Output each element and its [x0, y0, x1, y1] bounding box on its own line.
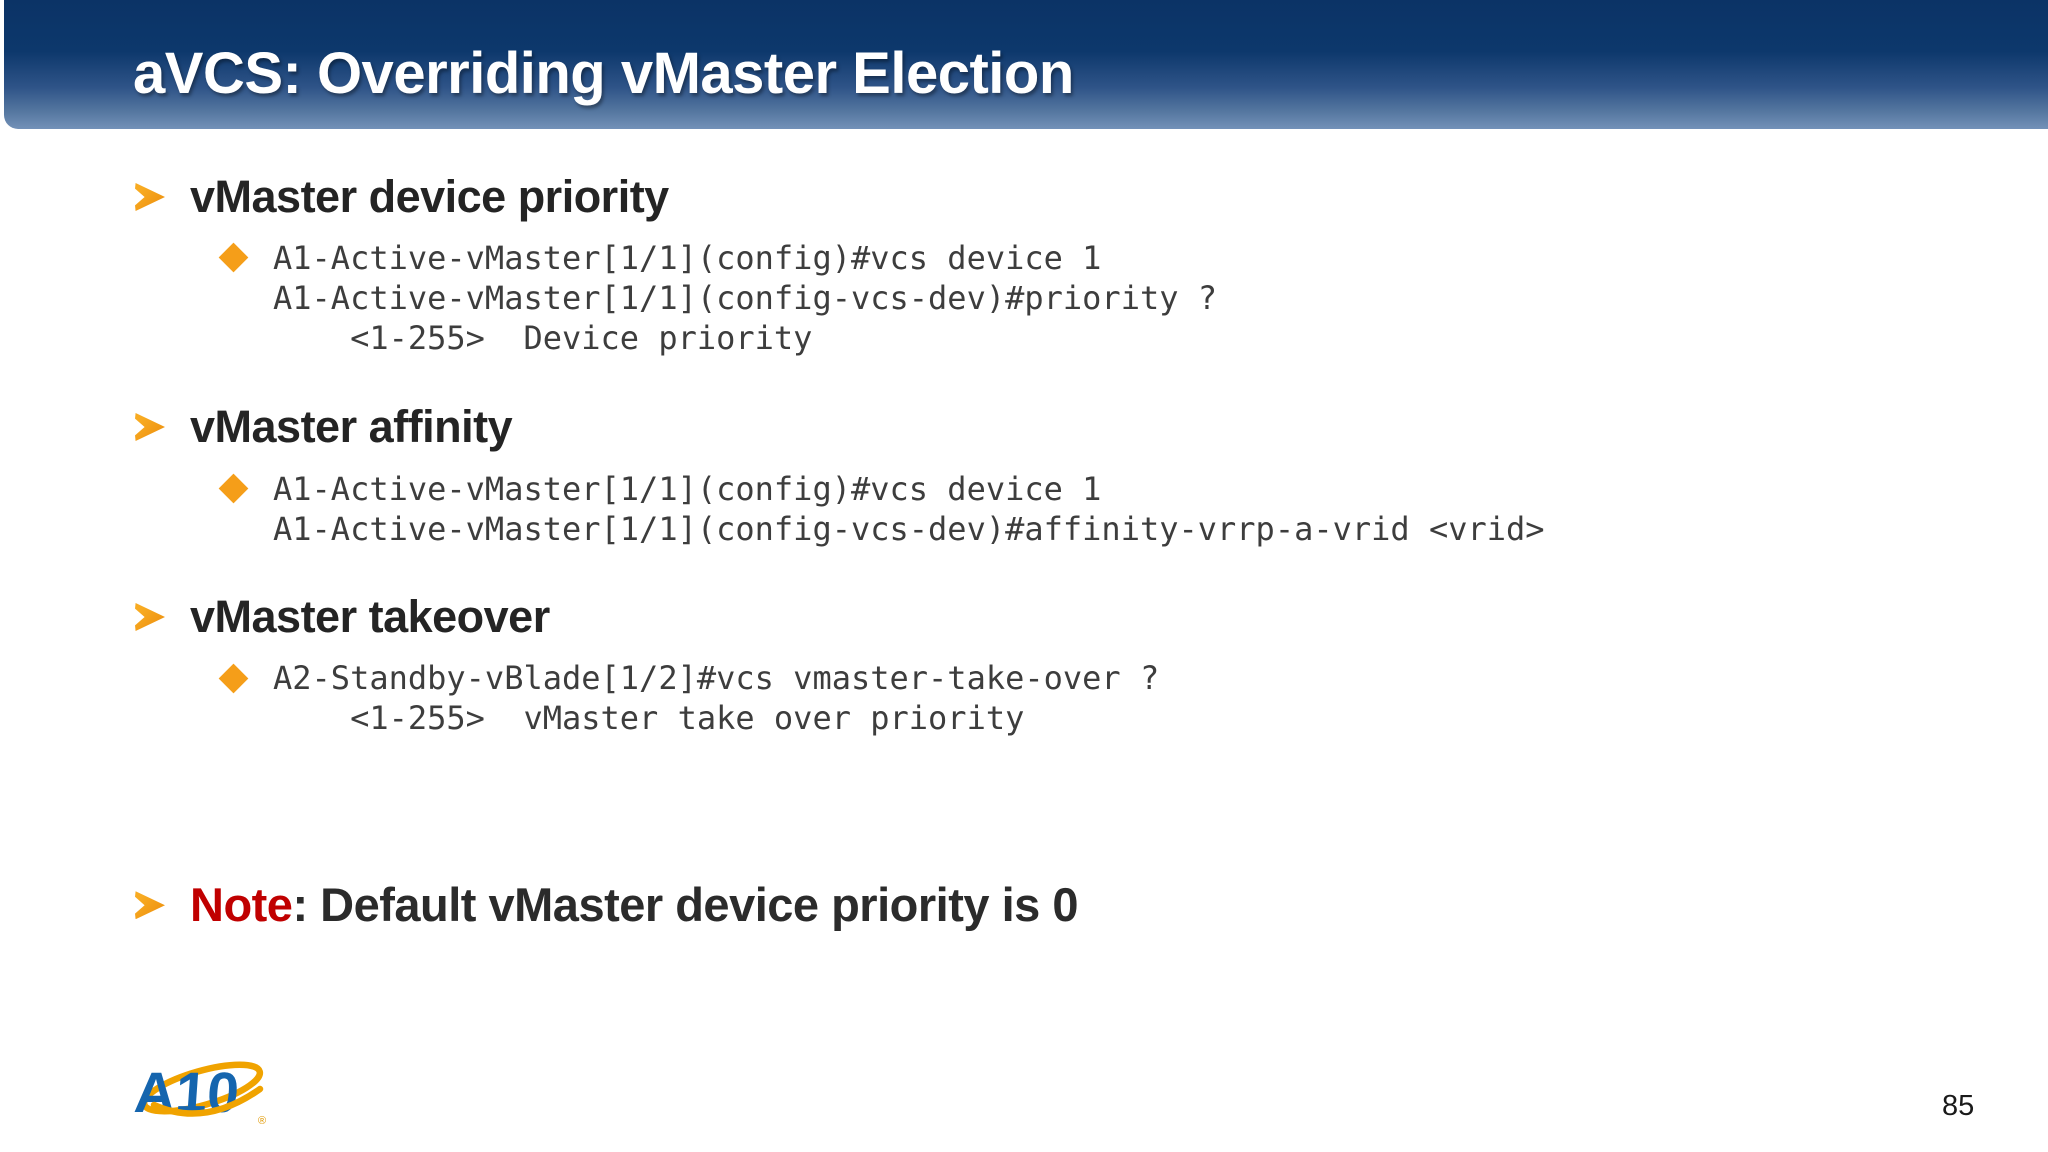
section-heading: vMaster device priority — [190, 171, 669, 222]
arrow-bullet-icon — [135, 183, 165, 211]
section-heading: vMaster affinity — [190, 401, 513, 452]
arrow-bullet-icon — [135, 603, 165, 631]
section-heading-row: vMaster takeover — [135, 590, 550, 644]
code-block: A2-Standby-vBlade[1/2]#vcs vmaster-take-… — [273, 658, 1159, 738]
note-row: Note: Default vMaster device priority is… — [135, 877, 1078, 933]
diamond-bullet-icon — [218, 473, 249, 504]
section-heading-row: vMaster affinity — [135, 400, 513, 454]
code-block: A1-Active-vMaster[1/1](config)#vcs devic… — [273, 238, 1217, 358]
note-label: Note — [190, 878, 293, 931]
slide-title: aVCS: Overriding vMaster Election — [133, 41, 1074, 106]
code-line: A1-Active-vMaster[1/1](config-vcs-dev)#p… — [273, 279, 1218, 317]
section-heading-row: vMaster device priority — [135, 170, 669, 224]
page-number: 85 — [1942, 1090, 1975, 1122]
code-line: A1-Active-vMaster[1/1](config)#vcs devic… — [273, 239, 1102, 277]
code-line: A1-Active-vMaster[1/1](config)#vcs devic… — [273, 470, 1102, 508]
note-text: Note: Default vMaster device priority is… — [190, 877, 1078, 933]
arrow-bullet-icon — [135, 891, 165, 920]
code-block: A1-Active-vMaster[1/1](config)#vcs devic… — [273, 469, 1545, 549]
diamond-bullet-icon — [218, 242, 249, 273]
diamond-bullet-icon — [218, 663, 249, 694]
note-rest: : Default vMaster device priority is 0 — [292, 878, 1078, 931]
logo-registered-mark: ® — [258, 1115, 266, 1127]
arrow-bullet-icon — [135, 413, 165, 441]
code-line: <1-255> vMaster take over priority — [273, 699, 1025, 737]
code-line: <1-255> Device priority — [273, 319, 813, 357]
slide-header: aVCS: Overriding vMaster Election — [4, 0, 2048, 129]
logo-swoosh-back — [140, 1061, 264, 1115]
logo-swoosh-front — [150, 1085, 264, 1117]
section-heading: vMaster takeover — [190, 591, 550, 642]
code-line: A1-Active-vMaster[1/1](config-vcs-dev)#a… — [273, 510, 1545, 548]
code-line: A2-Standby-vBlade[1/2]#vcs vmaster-take-… — [273, 659, 1160, 697]
a10-logo: A10 ® — [132, 1061, 266, 1127]
